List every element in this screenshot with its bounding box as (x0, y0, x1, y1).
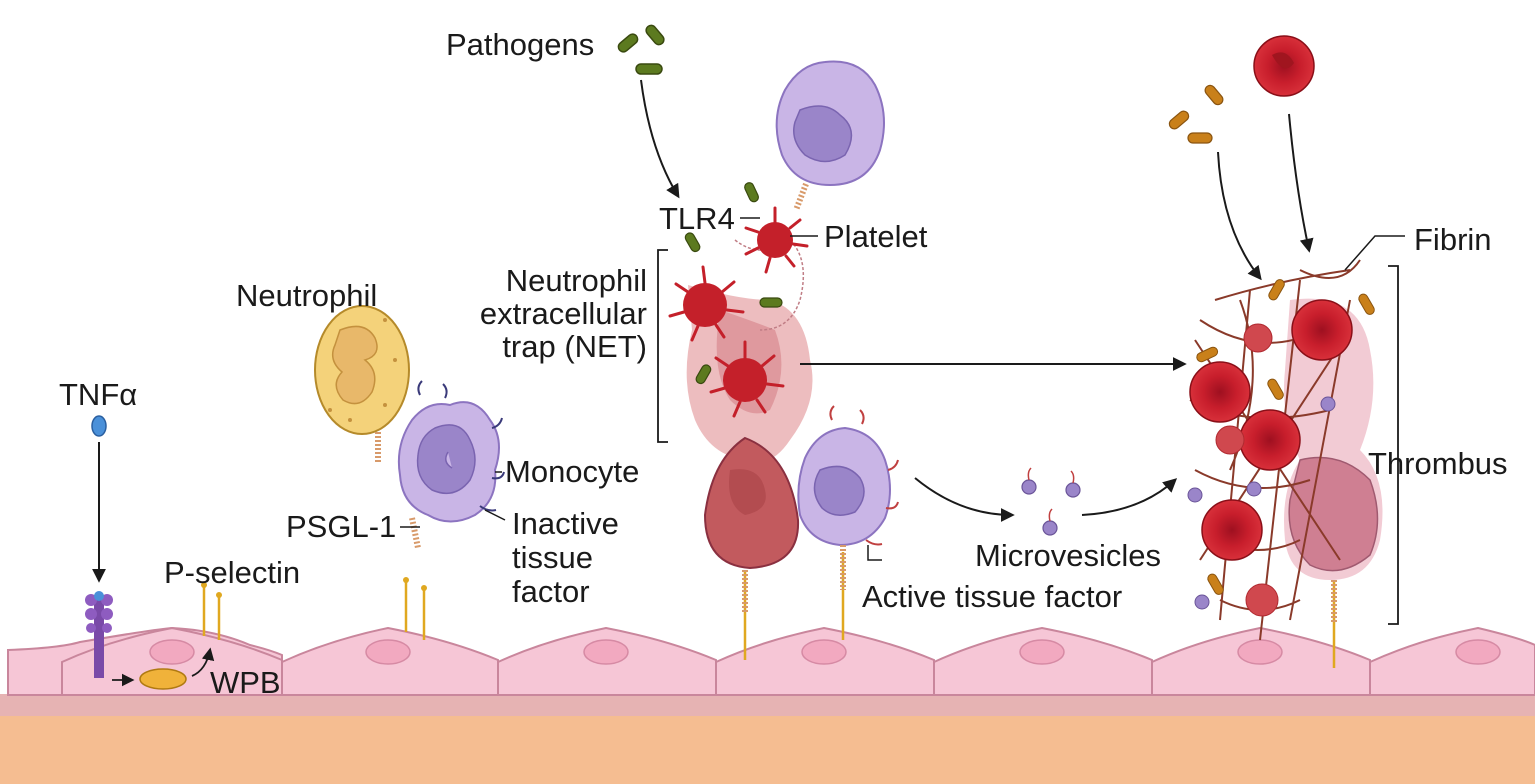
label-leader-lines (400, 217, 1405, 561)
endothelial-nuclei (149, 639, 1501, 665)
adherent-neutrophil-icon (703, 436, 800, 612)
label-inactive-line1: Inactive (512, 506, 619, 541)
label-fibrin: Fibrin (1414, 222, 1492, 257)
net-bracket (657, 249, 668, 443)
activated-platelet-icon (683, 222, 793, 402)
microvesicle-icons (1021, 479, 1081, 536)
thrombus-platelets (1215, 323, 1279, 617)
subendothelial-tissue (0, 715, 1535, 784)
monocyte-inactive-icon (397, 380, 505, 549)
pathogen-bacteria-icon (617, 24, 665, 75)
tnf-receptor-icon (85, 591, 113, 678)
p-selectin-molecules (202, 552, 1336, 668)
wpb-curved-arrow (191, 647, 215, 677)
platelet-pseudopods (668, 206, 809, 418)
pathogen-bacteria-orange-icon (1168, 84, 1224, 144)
bacteria-to-thrombus-arrow (1217, 151, 1262, 281)
thrombus-mass-icon (1189, 259, 1383, 641)
label-wpb: WPB (210, 665, 281, 700)
label-net-line1: Neutrophil (506, 263, 647, 298)
tnfa-molecule-icon (91, 415, 107, 437)
label-pselectin: P-selectin (164, 555, 300, 590)
endothelial-cell (1369, 626, 1535, 696)
neutrophil-cell-icon (314, 305, 410, 462)
endothelial-cell (61, 626, 283, 696)
label-inactive-line3: factor (512, 574, 590, 609)
label-net-line3: trap (NET) (502, 329, 647, 364)
thrombus-microvesicles (1187, 396, 1336, 610)
label-tnfa: TNFα (59, 377, 137, 412)
label-microvesicles: Microvesicles (975, 538, 1161, 573)
microvesicle-to-thrombus-arrow (1081, 478, 1178, 516)
monocyte-to-microvesicle-arrow (914, 477, 1015, 522)
label-tlr4: TLR4 (659, 201, 735, 236)
thrombus-rbcs (1189, 299, 1353, 561)
thrombus-bacteria (1196, 279, 1375, 595)
label-inactive-line2: tissue (512, 540, 593, 575)
label-net-line2: extracellular (480, 296, 647, 331)
label-pathogens: Pathogens (446, 27, 594, 62)
monocyte-active-icon (797, 405, 899, 590)
label-active-tissue-factor: Active tissue factor (862, 579, 1122, 614)
pathogen-arrow (640, 79, 680, 199)
wpb-granule-icon (139, 668, 187, 690)
thrombus-bracket (1388, 265, 1399, 625)
label-platelet: Platelet (824, 219, 928, 254)
label-thrombus: Thrombus (1368, 446, 1508, 481)
label-monocyte: Monocyte (505, 454, 639, 489)
net-structure-icon (686, 239, 813, 463)
label-psgl1: PSGL-1 (286, 509, 396, 544)
monocyte-top-icon (775, 60, 885, 212)
net-bacteria (684, 182, 783, 385)
basement-membrane (0, 694, 1535, 716)
rbc-to-thrombus-arrow (1288, 113, 1314, 253)
label-neutrophil: Neutrophil (236, 278, 377, 313)
